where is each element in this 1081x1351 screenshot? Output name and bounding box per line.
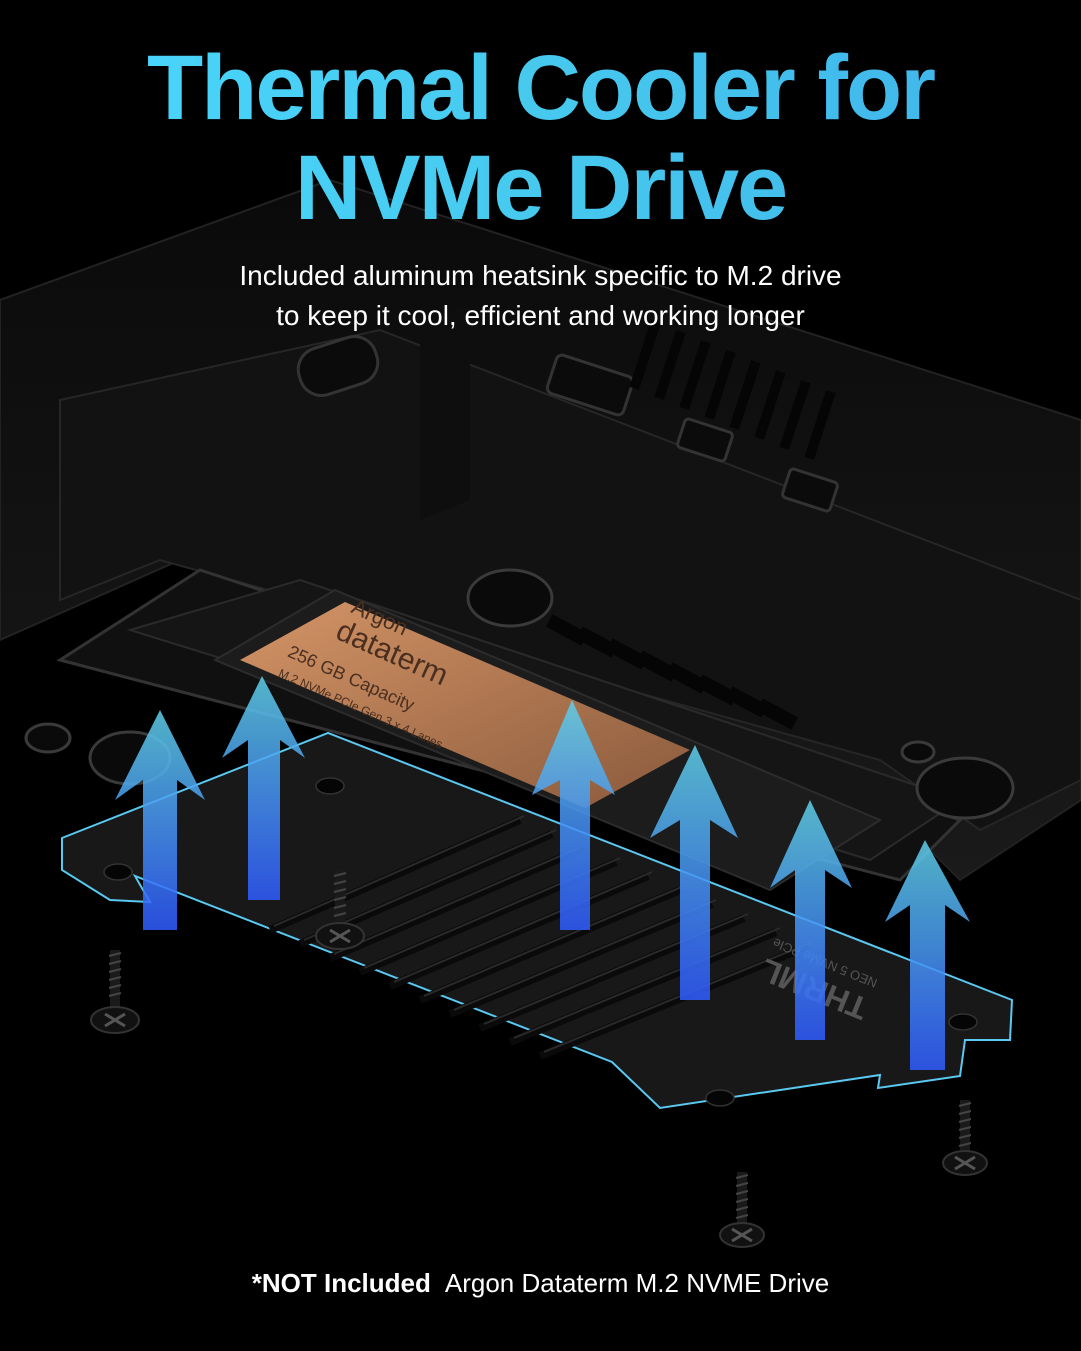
airflow-arrow-5	[770, 800, 852, 1040]
screw-1	[315, 870, 365, 950]
footer-note: *NOT Included Argon Dataterm M.2 NVME Dri…	[0, 1265, 1081, 1301]
footer-note-bold: *NOT Included	[251, 1268, 431, 1298]
airflow-arrow-1	[115, 710, 205, 930]
airflow-arrow-4	[650, 745, 738, 1000]
airflow-arrows	[115, 676, 970, 1070]
screw-3	[942, 1100, 988, 1176]
footer-note-text: Argon Dataterm M.2 NVME Drive	[444, 1268, 830, 1298]
airflow-arrow-3	[532, 700, 615, 930]
page-subtitle-line2: to keep it cool, efficient and working l…	[276, 300, 805, 331]
screw-2	[90, 950, 140, 1034]
page-title-line1: Thermal Cooler for	[146, 37, 934, 139]
page-title-line2: NVMe Drive	[294, 137, 787, 239]
screws	[90, 870, 988, 1248]
case-ports	[296, 320, 839, 513]
mini-pc-case	[0, 178, 1081, 882]
page-title: Thermal Cooler for NVMe Drive	[0, 38, 1081, 238]
page-subtitle: Included aluminum heatsink specific to M…	[0, 256, 1081, 336]
page-subtitle-line1: Included aluminum heatsink specific to M…	[239, 260, 842, 291]
screw-4	[719, 1172, 765, 1248]
airflow-arrow-6	[885, 840, 970, 1070]
airflow-arrow-2	[222, 676, 305, 900]
